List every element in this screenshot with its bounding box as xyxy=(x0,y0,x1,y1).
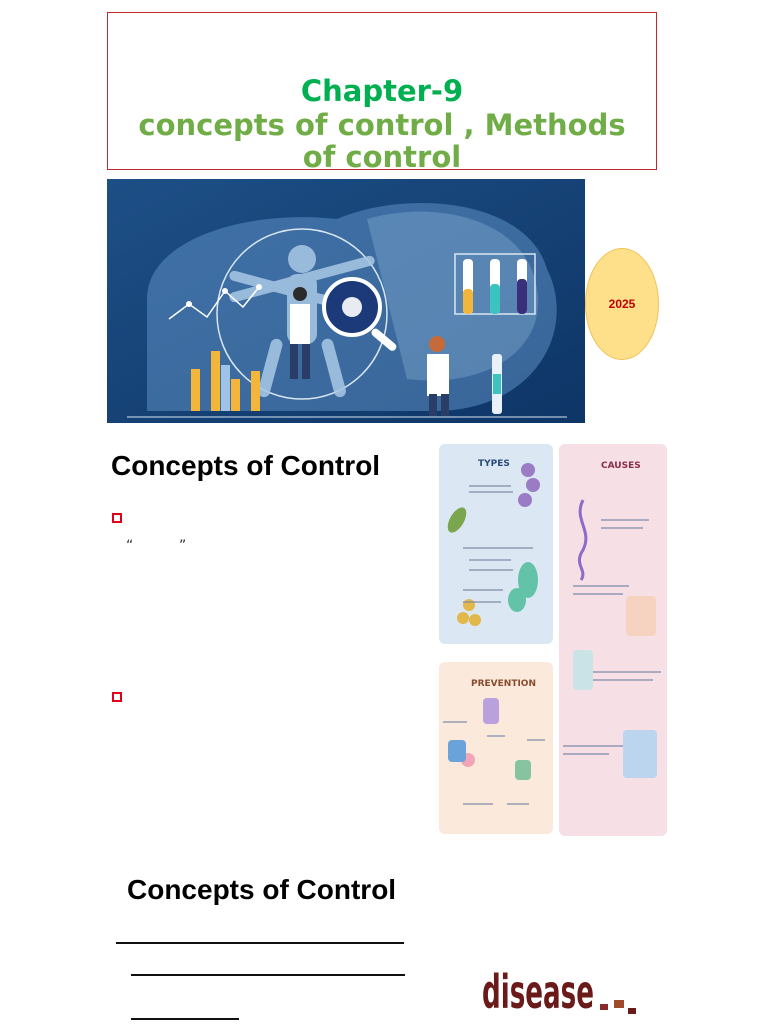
disease-word-cloud: disease xyxy=(468,946,648,1024)
hero-illustration xyxy=(107,179,585,423)
title-box: Chapter-9 concepts of control , Methods … xyxy=(107,12,657,173)
chapter-subtitle-line2: of control xyxy=(302,140,462,174)
checkbox-bullet-icon xyxy=(112,692,122,702)
year-badge: 2025 xyxy=(585,248,659,360)
rule-line xyxy=(131,974,405,976)
infographic-causes-title: CAUSES xyxy=(601,461,641,471)
chapter-subtitle-line1: concepts of control , Methods xyxy=(138,108,626,142)
checkbox-bullet-icon xyxy=(112,513,122,523)
chapter-title: Chapter-9 xyxy=(300,74,464,108)
disease-word: disease xyxy=(482,965,594,1019)
year-label: 2025 xyxy=(608,297,636,311)
infographic-types-title: TYPES xyxy=(478,459,510,469)
rule-line xyxy=(116,942,404,944)
rule-line xyxy=(131,1018,239,1020)
section-heading-concepts-2: Concepts of Control xyxy=(127,874,397,905)
section-heading-concepts: Concepts of Control xyxy=(111,450,381,481)
infographic-prevention-title: PREVENTION xyxy=(471,679,536,689)
close-quote: ” xyxy=(179,538,187,554)
open-quote: “ xyxy=(126,538,134,554)
chapter-subtitle: concepts of control , Methods of control xyxy=(108,109,656,173)
infection-infographic: TYPES CAUSES PREVENTION xyxy=(433,440,669,864)
